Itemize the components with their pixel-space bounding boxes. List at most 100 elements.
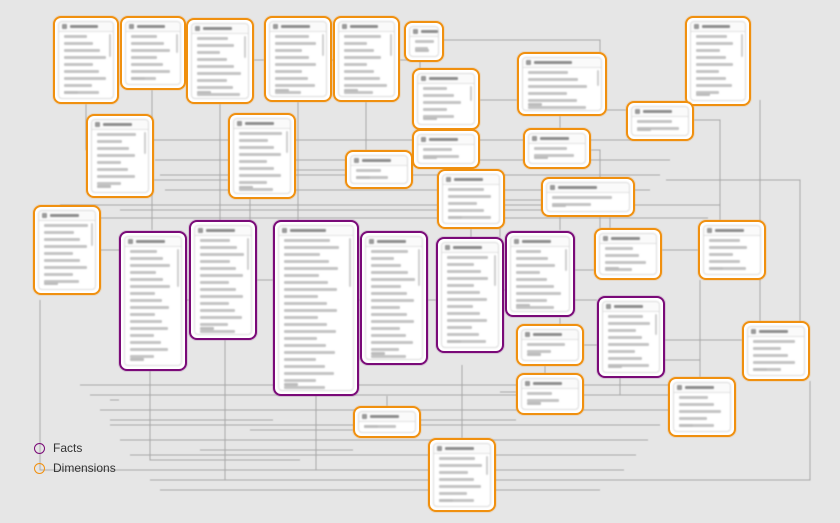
dimension-table-card[interactable] (345, 150, 413, 189)
table-card-columns (195, 236, 251, 333)
table-card-scrollbar[interactable] (247, 238, 249, 271)
dimension-table-card[interactable] (594, 228, 662, 280)
table-card-scrollbar[interactable] (177, 249, 179, 288)
dimension-table-card[interactable] (742, 321, 810, 381)
dimension-table-card[interactable] (412, 68, 480, 130)
table-card-header[interactable] (366, 237, 422, 247)
dimension-table-card[interactable] (333, 16, 400, 102)
table-icon (751, 329, 756, 334)
table-card-header[interactable] (547, 183, 629, 193)
dimension-table-card[interactable] (186, 18, 254, 104)
table-card-header[interactable] (92, 120, 148, 130)
table-card-header[interactable] (522, 379, 578, 389)
table-card-scrollbar[interactable] (486, 456, 488, 475)
table-card-header[interactable] (691, 22, 745, 32)
table-card-header[interactable] (443, 175, 499, 185)
table-card-scrollbar[interactable] (470, 86, 472, 101)
table-card-header[interactable] (529, 134, 585, 144)
column-row-blurred (447, 305, 473, 308)
table-card-footer-blurred (605, 267, 619, 270)
table-card-header[interactable] (511, 237, 569, 247)
dimension-table-card[interactable] (516, 324, 584, 366)
dimension-table-card[interactable] (626, 101, 694, 141)
table-card-header[interactable] (522, 330, 578, 340)
table-card-header[interactable] (339, 22, 394, 32)
table-card-header[interactable] (442, 243, 498, 253)
column-row-blurred (608, 357, 642, 360)
table-card-scrollbar[interactable] (741, 34, 743, 58)
dimension-table-card[interactable] (517, 52, 607, 116)
column-row-blurred (423, 101, 461, 104)
table-card-title-blurred (702, 25, 730, 28)
dimension-table-card[interactable] (33, 205, 101, 295)
table-card-scrollbar[interactable] (655, 314, 657, 335)
fact-table-card[interactable] (119, 231, 187, 371)
table-card-header[interactable] (270, 22, 326, 32)
table-card-scrollbar[interactable] (597, 70, 599, 86)
dimension-table-card[interactable] (437, 169, 505, 229)
table-card-footer-blurred (679, 424, 693, 427)
table-card-scrollbar[interactable] (286, 131, 288, 154)
table-card-header[interactable] (632, 107, 688, 117)
table-card-scrollbar[interactable] (176, 34, 178, 53)
table-card-scrollbar[interactable] (322, 34, 324, 57)
column-row-blurred (275, 91, 301, 94)
table-card-scrollbar[interactable] (494, 255, 496, 287)
fact-table-card[interactable] (436, 237, 504, 353)
dimension-table-card[interactable] (228, 113, 296, 199)
table-card-header[interactable] (523, 58, 601, 68)
table-card-header[interactable] (410, 27, 438, 37)
dimension-table-card[interactable] (516, 373, 584, 415)
dimension-table-card[interactable] (86, 114, 154, 198)
fact-table-card[interactable] (273, 220, 359, 396)
table-card-header[interactable] (39, 211, 95, 221)
table-card-header[interactable] (234, 119, 290, 129)
column-row-blurred (284, 246, 339, 249)
table-card-header[interactable] (351, 156, 407, 166)
dimension-table-card[interactable] (523, 128, 591, 169)
dimension-table-card[interactable] (685, 16, 751, 106)
table-card-title-blurred (611, 237, 640, 240)
table-card-header[interactable] (418, 135, 474, 145)
fact-table-card[interactable] (505, 231, 575, 317)
dimension-table-card[interactable] (353, 406, 421, 438)
table-card-header[interactable] (59, 22, 113, 32)
table-card-header[interactable] (434, 444, 490, 454)
table-card-header[interactable] (674, 383, 730, 393)
table-card-header[interactable] (126, 22, 180, 32)
table-card-scrollbar[interactable] (349, 238, 351, 288)
fact-table-card[interactable] (360, 231, 428, 365)
dimension-table-card[interactable] (53, 16, 119, 104)
table-card-scrollbar[interactable] (109, 34, 111, 57)
table-card-header[interactable] (418, 74, 474, 84)
dimension-table-card[interactable] (541, 177, 635, 217)
table-card-header[interactable] (195, 226, 251, 236)
table-card-header[interactable] (603, 302, 659, 312)
table-card-header[interactable] (279, 226, 353, 236)
table-card-scrollbar[interactable] (418, 249, 420, 286)
table-card-header[interactable] (600, 234, 656, 244)
table-card-header[interactable] (125, 237, 181, 247)
table-card-scrollbar[interactable] (91, 223, 93, 247)
table-card-header[interactable] (748, 327, 804, 337)
table-card-scrollbar[interactable] (390, 34, 392, 57)
fact-table-card[interactable] (189, 220, 257, 340)
table-card-header[interactable] (192, 24, 248, 34)
column-row-blurred (439, 471, 468, 474)
table-card-header[interactable] (704, 226, 760, 236)
column-row-blurred (239, 160, 267, 163)
dimension-table-card[interactable] (668, 377, 736, 437)
dimension-table-card[interactable] (404, 21, 444, 62)
table-card-header[interactable] (359, 412, 415, 422)
dimension-table-card[interactable] (120, 16, 186, 90)
dimension-table-card[interactable] (428, 438, 496, 512)
table-card-scrollbar[interactable] (565, 249, 567, 272)
dimension-table-card[interactable] (698, 220, 766, 280)
fact-table-card[interactable] (597, 296, 665, 378)
dimension-table-card[interactable] (264, 16, 332, 102)
table-card-scrollbar[interactable] (144, 132, 146, 154)
table-card-scrollbar[interactable] (244, 36, 246, 59)
dimension-table-card[interactable] (412, 129, 480, 169)
table-icon (606, 304, 611, 309)
